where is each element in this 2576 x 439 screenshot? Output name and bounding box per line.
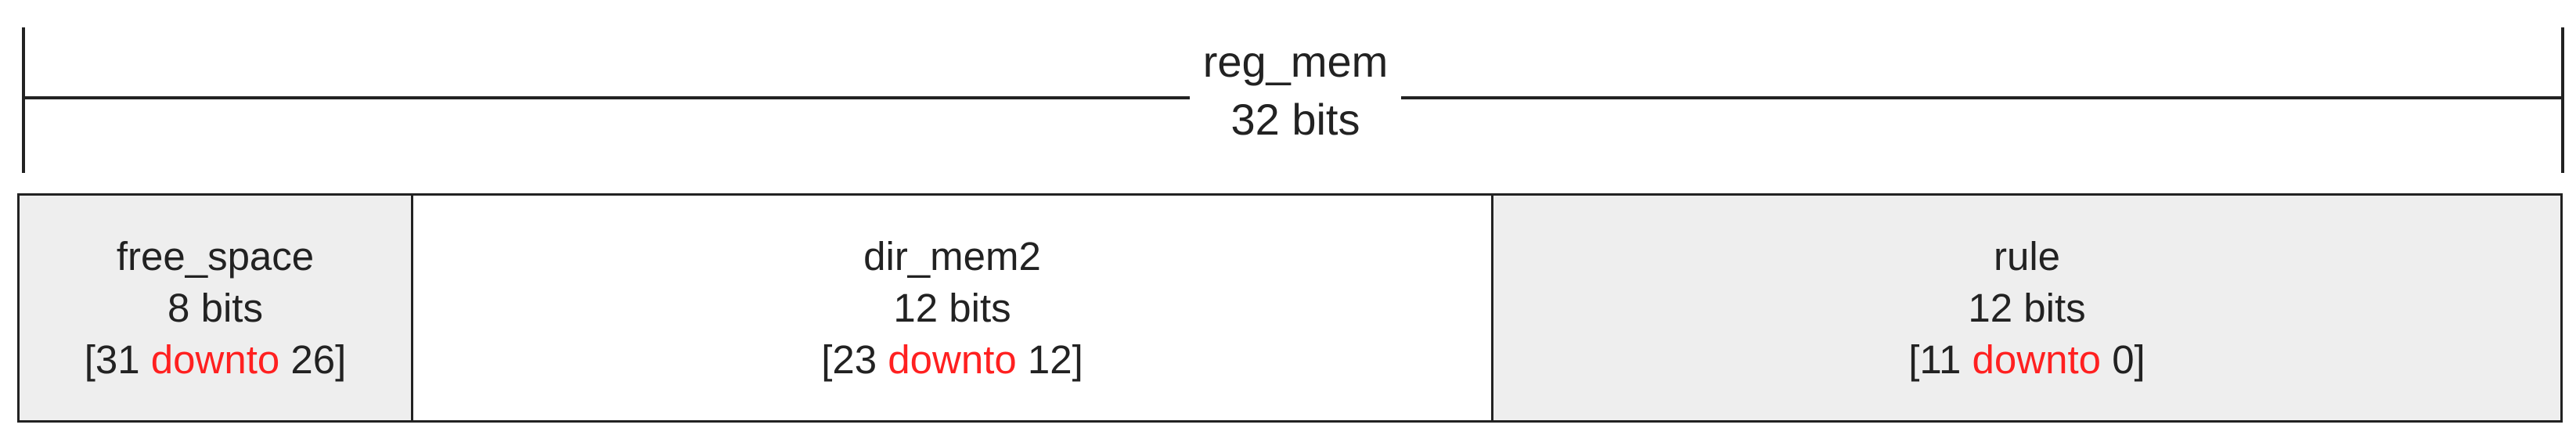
- field-name: dir_mem2: [863, 233, 1041, 279]
- register-bracket-left-tick: [22, 27, 25, 173]
- field-bit-range: [23 downto 12]: [821, 334, 1083, 386]
- range-start: [23: [821, 336, 877, 382]
- field-dir-mem2: dir_mem2 12 bits [23 downto 12]: [411, 196, 1491, 420]
- field-free-space: free_space 8 bits [31 downto 26]: [20, 196, 411, 420]
- field-rule: rule 12 bits [11 downto 0]: [1491, 196, 2560, 420]
- field-name: rule: [1993, 233, 2061, 279]
- field-name: free_space: [116, 233, 315, 279]
- register-width: 32 bits: [1230, 95, 1360, 144]
- register-field-row: free_space 8 bits [31 downto 26] dir_mem…: [17, 193, 2563, 423]
- register-name: reg_mem: [1202, 37, 1389, 86]
- field-width: 12 bits: [1968, 285, 2086, 330]
- field-bit-range: [11 downto 0]: [1908, 334, 2145, 386]
- field-bit-range: [31 downto 26]: [85, 334, 347, 386]
- range-keyword: downto: [1972, 336, 2102, 382]
- field-width: 8 bits: [168, 285, 263, 330]
- register-label: reg_mem 32 bits: [1190, 33, 1401, 149]
- range-keyword: downto: [888, 336, 1017, 382]
- register-bracket-right-tick: [2561, 27, 2564, 173]
- range-end: 26]: [290, 336, 347, 382]
- range-end: 0]: [2112, 336, 2145, 382]
- range-start: [31: [84, 336, 140, 382]
- range-keyword: downto: [150, 336, 280, 382]
- range-end: 12]: [1027, 336, 1083, 382]
- range-start: [11: [1908, 336, 1962, 382]
- field-width: 12 bits: [893, 285, 1011, 330]
